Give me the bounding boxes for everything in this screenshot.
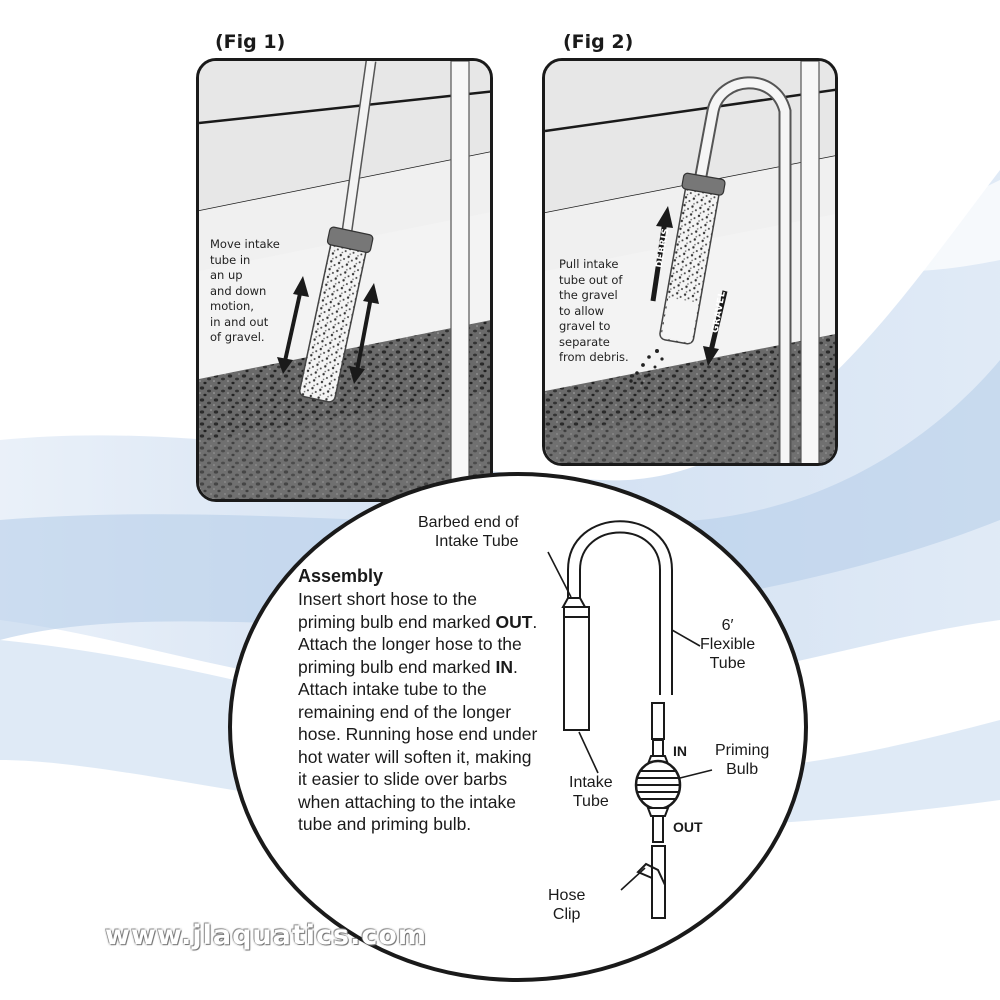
fig1-instruction-text: Move intake tube in an up and down motio… (210, 237, 280, 344)
assembly-text-part: . Attach the longer hose to the priming … (298, 611, 538, 677)
fig2-illustration (545, 61, 835, 463)
fig1-illustration (199, 61, 490, 499)
fig2-instruction-text: Pull intake tube out of the gravel to al… (559, 257, 629, 364)
fig2-title: (Fig 2) (563, 31, 634, 53)
out-label: OUT (673, 819, 703, 835)
priming-bulb-label: Priming Bulb (715, 742, 770, 778)
in-label: IN (673, 743, 687, 759)
fig2-panel: DEBRIS GRAVEL Pull intake tube out of th… (542, 58, 838, 466)
fig1-title: (Fig 1) (215, 31, 286, 53)
watermark: www.jlaquatics.com (105, 920, 428, 951)
assembly-text-part: Insert short hose to the priming bulb en… (298, 589, 496, 632)
hose-clip-label: Hose Clip (548, 887, 586, 923)
assembly-text-out: OUT (495, 611, 533, 632)
assembly-title: Assembly (298, 566, 384, 586)
assembly-instructions: Insert short hose to the priming bulb en… (298, 588, 538, 836)
barbed-end-label: Barbed end of Intake Tube (418, 514, 519, 550)
assembly-text-in: IN (495, 656, 513, 677)
fig1-panel: Move intake tube in an up and down motio… (196, 58, 493, 502)
flexible-tube-label: 6′ Flexible Tube (700, 617, 756, 672)
assembly-text-part: . Attach intake tube to the remaining en… (298, 656, 538, 835)
intake-tube-label: Intake Tube (569, 774, 613, 810)
assembly-circle (228, 472, 808, 982)
